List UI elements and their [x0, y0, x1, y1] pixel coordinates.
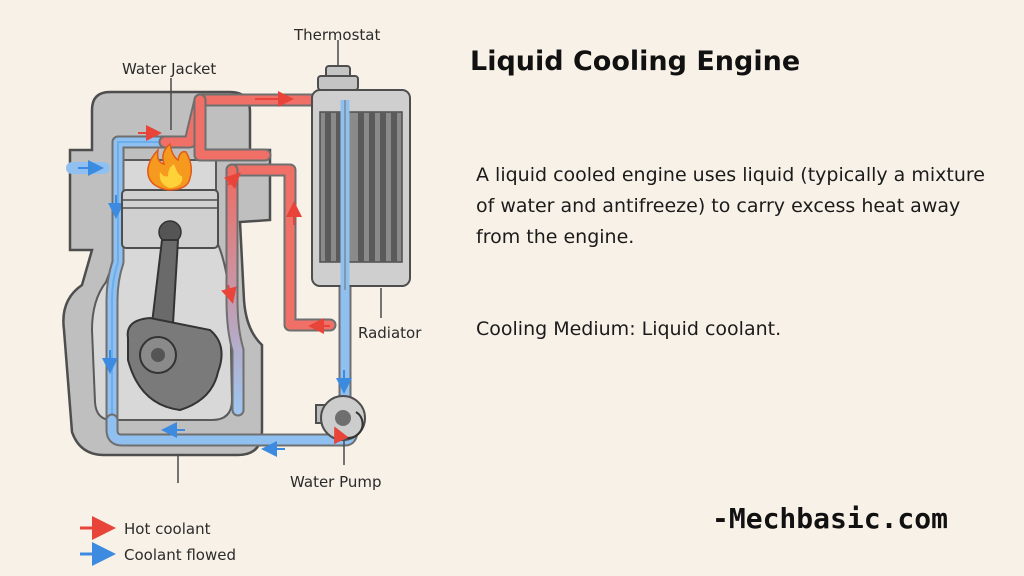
- description-text: A liquid cooled engine uses liquid (typi…: [476, 164, 985, 248]
- water-pump-label: Water Pump: [290, 473, 382, 491]
- water-jacket-label: Water Jacket: [122, 60, 216, 78]
- cooling-medium-text: Cooling Medium: Liquid coolant.: [476, 318, 782, 340]
- brand-watermark: -Mechbasic.com: [712, 502, 949, 535]
- legend-cool-label: Coolant flowed: [124, 546, 236, 564]
- thermostat-label: Thermostat: [293, 26, 380, 44]
- radiator: [311, 89, 411, 290]
- water-pump: [315, 395, 366, 445]
- radiator-label: Radiator: [358, 324, 422, 342]
- legend: Hot coolant Coolant flowed: [80, 516, 236, 566]
- page-title: Liquid Cooling Engine: [470, 46, 801, 77]
- thermostat: [317, 65, 359, 91]
- connecting-rod: [126, 239, 223, 412]
- flame-icon: [147, 142, 193, 191]
- label-pointers: [170, 40, 382, 483]
- legend-hot-label: Hot coolant: [124, 520, 211, 538]
